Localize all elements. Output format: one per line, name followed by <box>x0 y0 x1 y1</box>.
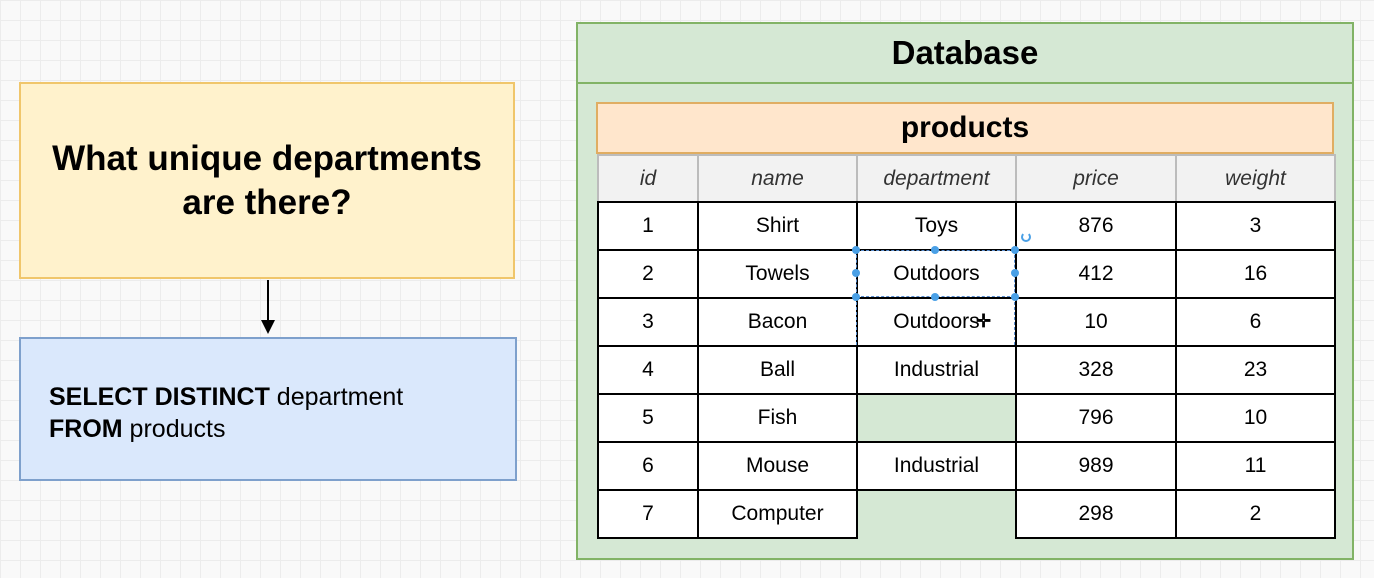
products-table-title: products <box>900 111 1030 144</box>
cell-price[interactable]: 876 <box>1015 201 1177 251</box>
table-row: 6 Mouse Industrial 989 11 <box>597 441 1336 491</box>
cell-department[interactable]: Toys <box>856 201 1017 251</box>
sql-select-keyword: SELECT DISTINCT <box>49 383 270 411</box>
cell-name[interactable]: Towels <box>697 249 858 299</box>
cell-department-selected[interactable]: Outdoors <box>856 249 1017 299</box>
resize-handle-icon[interactable] <box>1011 293 1019 301</box>
rotate-handle-icon[interactable] <box>1021 232 1031 242</box>
cell-department[interactable]: Industrial <box>856 441 1017 491</box>
cell-id[interactable]: 6 <box>597 441 699 491</box>
resize-handle-icon[interactable] <box>852 293 860 301</box>
cell-weight[interactable]: 10 <box>1175 393 1336 443</box>
column-header-department[interactable]: department <box>856 154 1017 203</box>
table-row: 4 Ball Industrial 328 23 <box>597 345 1336 395</box>
cell-id[interactable]: 2 <box>597 249 699 299</box>
cell-price[interactable]: 298 <box>1015 489 1177 539</box>
cell-department-empty[interactable] <box>856 393 1017 443</box>
database-title: Database <box>891 34 1039 71</box>
resize-handle-icon[interactable] <box>931 293 939 301</box>
resize-handle-icon[interactable] <box>931 246 939 254</box>
column-header-name[interactable]: name <box>697 154 858 203</box>
resize-handle-icon[interactable] <box>1011 269 1019 277</box>
sql-from-keyword: FROM <box>49 415 123 443</box>
cell-price[interactable]: 328 <box>1015 345 1177 395</box>
cell-name[interactable]: Computer <box>697 489 858 539</box>
cell-weight[interactable]: 3 <box>1175 201 1336 251</box>
cell-department[interactable]: Outdoors <box>856 297 1017 347</box>
arrow-head-icon <box>261 320 275 334</box>
table-row: 2 Towels Outdoors 412 16 <box>597 249 1336 299</box>
column-header-id[interactable]: id <box>597 154 699 203</box>
sql-from-table: products <box>122 415 226 443</box>
cell-id[interactable]: 4 <box>597 345 699 395</box>
question-text: What unique departments are there? <box>52 138 482 222</box>
sql-query-text: SELECT DISTINCT department FROM products <box>49 381 403 445</box>
resize-handle-icon[interactable] <box>852 269 860 277</box>
column-header-row: id name department price weight <box>597 154 1336 203</box>
table-row: 5 Fish 796 10 <box>597 393 1336 443</box>
column-header-price[interactable]: price <box>1015 154 1177 203</box>
cell-name[interactable]: Bacon <box>697 297 858 347</box>
column-header-weight[interactable]: weight <box>1175 154 1336 203</box>
table-row: 7 Computer 298 2 <box>597 489 1336 539</box>
connector-arrow <box>267 280 269 324</box>
cell-weight[interactable]: 6 <box>1175 297 1336 347</box>
cell-price[interactable]: 10 <box>1015 297 1177 347</box>
resize-handle-icon[interactable] <box>852 246 860 254</box>
move-cursor-icon: ✛ <box>976 311 992 331</box>
cell-price[interactable]: 989 <box>1015 441 1177 491</box>
products-table-header[interactable]: products <box>596 102 1334 154</box>
cell-department-empty[interactable] <box>856 489 1017 538</box>
cell-price[interactable]: 796 <box>1015 393 1177 443</box>
cell-name[interactable]: Ball <box>697 345 858 395</box>
sql-select-column: department <box>269 383 404 411</box>
sql-query-box[interactable]: SELECT DISTINCT department FROM products <box>19 337 517 481</box>
cell-weight[interactable]: 23 <box>1175 345 1336 395</box>
resize-handle-icon[interactable] <box>1011 246 1019 254</box>
cell-weight[interactable]: 11 <box>1175 441 1336 491</box>
sql-select-line: SELECT DISTINCT department <box>49 381 403 413</box>
sql-from-line: FROM products <box>49 413 403 445</box>
cell-name[interactable]: Fish <box>697 393 858 443</box>
cell-name[interactable]: Mouse <box>697 441 858 491</box>
database-header: Database <box>578 24 1352 84</box>
cell-price[interactable]: 412 <box>1015 249 1177 299</box>
cell-department[interactable]: Industrial <box>856 345 1017 395</box>
cell-weight[interactable]: 2 <box>1175 489 1336 539</box>
table-row: 1 Shirt Toys 876 3 <box>597 201 1336 251</box>
table-row: 3 Bacon Outdoors 10 6 <box>597 297 1336 347</box>
cell-id[interactable]: 3 <box>597 297 699 347</box>
products-table: id name department price weight 1 Shirt … <box>597 154 1336 539</box>
cell-id[interactable]: 7 <box>597 489 699 539</box>
question-box[interactable]: What unique departments are there? <box>19 82 515 279</box>
cell-id[interactable]: 1 <box>597 201 699 251</box>
cell-name[interactable]: Shirt <box>697 201 858 251</box>
cell-weight[interactable]: 16 <box>1175 249 1336 299</box>
cell-id[interactable]: 5 <box>597 393 699 443</box>
